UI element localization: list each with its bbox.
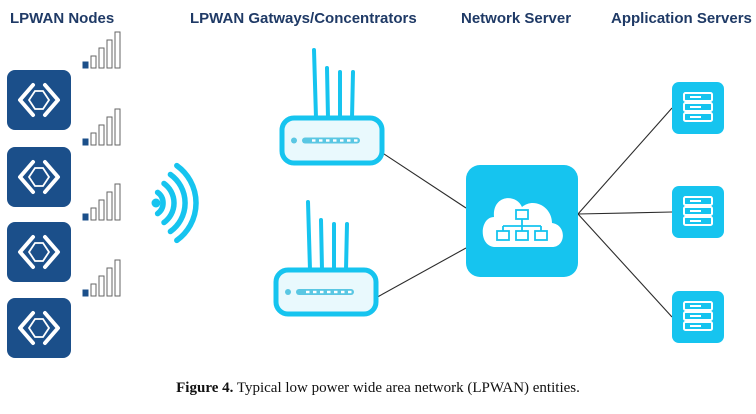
application-servers-column bbox=[672, 82, 724, 343]
signal-bars-icon bbox=[82, 183, 121, 221]
application-server-1 bbox=[672, 82, 724, 134]
gateway-router-icon bbox=[279, 48, 385, 166]
gateways-column bbox=[273, 48, 385, 317]
header-gateways: LPWAN Gatways/Concentrators bbox=[190, 10, 417, 27]
gateway-2 bbox=[273, 200, 379, 317]
connection-line-3 bbox=[577, 107, 673, 215]
header-application-servers: Application Servers bbox=[611, 10, 752, 27]
node-chip-icon bbox=[7, 222, 71, 282]
connection-lines bbox=[371, 107, 673, 318]
signal-bars-icon bbox=[82, 31, 121, 69]
network-server-group bbox=[466, 165, 578, 277]
lpwan-node-1 bbox=[7, 31, 121, 130]
gateway-router-icon bbox=[273, 200, 379, 317]
server-rack-icon bbox=[672, 291, 724, 343]
node-chip-icon bbox=[7, 147, 71, 207]
node-chip-icon bbox=[7, 70, 71, 130]
application-server-2 bbox=[672, 186, 724, 238]
server-rack-icon bbox=[672, 82, 724, 134]
application-server-3 bbox=[672, 291, 724, 343]
connection-line-2 bbox=[371, 247, 467, 301]
connection-line-4 bbox=[577, 211, 673, 215]
signal-bars-icon bbox=[82, 259, 121, 297]
cloud-network-icon bbox=[466, 165, 578, 277]
lpwan-node-4 bbox=[7, 259, 121, 358]
header-lpwan-nodes: LPWAN Nodes bbox=[10, 10, 115, 27]
connection-line-1 bbox=[377, 149, 467, 209]
figure-caption: Figure 4. Typical low power wide area ne… bbox=[0, 380, 756, 397]
signal-bars-icon bbox=[82, 108, 121, 146]
radio-wave-icon bbox=[151, 162, 199, 244]
nodes-column bbox=[7, 31, 121, 358]
node-chip-icon bbox=[7, 298, 71, 358]
caption-label: Figure 4. bbox=[176, 380, 234, 396]
connection-line-5 bbox=[577, 213, 673, 318]
gateway-1 bbox=[279, 48, 385, 166]
lpwan-node-2 bbox=[7, 108, 121, 207]
caption-text: Typical low power wide area network (LPW… bbox=[236, 380, 580, 396]
header-network-server: Network Server bbox=[461, 10, 572, 27]
server-rack-icon bbox=[672, 186, 724, 238]
lpwan-node-3 bbox=[7, 183, 121, 282]
